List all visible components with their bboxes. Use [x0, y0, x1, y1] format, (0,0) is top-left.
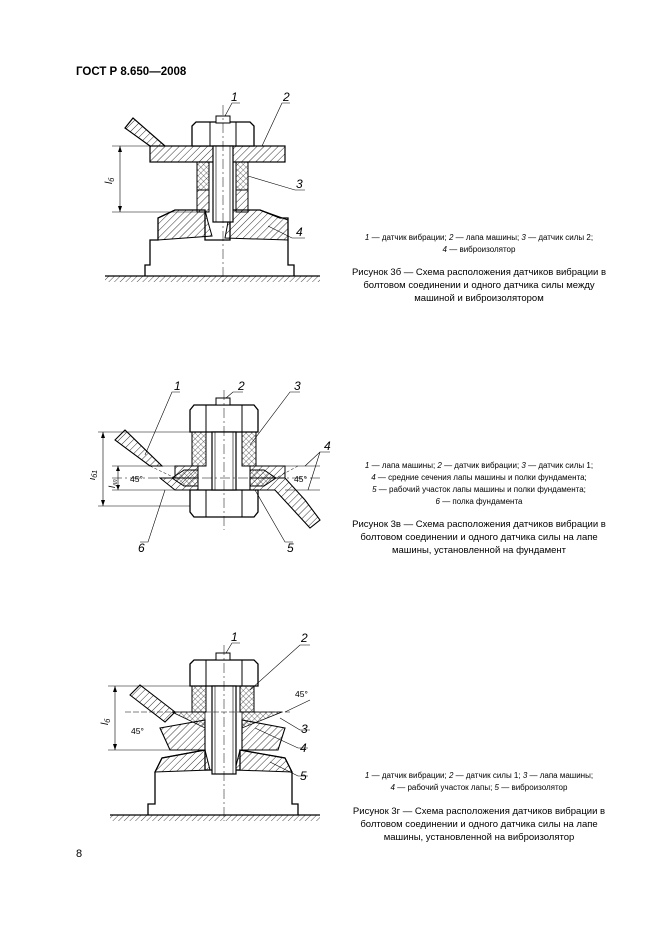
figure-3v-drawing: lб1 lлп 45° 45° 1 2 3 4 5 6 [90, 379, 331, 555]
fig3v-label-2: 2 [237, 379, 245, 393]
legend-line: 5 — рабочий участок лапы машины и полки … [372, 485, 586, 494]
fig3v-dim2-label: lлп [107, 479, 119, 488]
fig3b-dim-label: lб [104, 177, 116, 184]
figure-3b-drawing: lб 1 2 3 4 [104, 90, 320, 282]
figure-3v-legend: 1 — лапа машины; 2 — датчик вибрации; 3 … [345, 460, 613, 508]
fig3b-label-2: 2 [282, 90, 290, 104]
document-header: ГОСТ Р 8.650—2008 [76, 66, 187, 78]
fig3v-label-1: 1 [174, 379, 181, 393]
fig3v-label-5: 5 [287, 541, 294, 555]
fig3v-dim1-label: lб1 [90, 470, 99, 480]
fig3v-label-3: 3 [294, 379, 301, 393]
fig3g-label-4: 4 [300, 741, 307, 755]
fig3v-angle-right: 45° [294, 474, 307, 484]
fig3g-label-1: 1 [231, 630, 238, 644]
legend-line: 6 — полка фундамента [435, 497, 523, 506]
fig3b-label-3: 3 [296, 177, 303, 191]
figure-3g-legend: 1 — датчик вибрации; 2 — датчик силы 1; … [345, 770, 613, 794]
fig3g-label-3: 3 [301, 722, 308, 736]
legend-line: 1 — датчик вибрации; 2 — лапа машины; 3 … [364, 233, 594, 242]
legend-line: 4 — рабочий участок лапы; 5 — виброизоля… [390, 783, 568, 792]
figure-3b-legend: 1 — датчик вибрации; 2 — лапа машины; 3 … [345, 232, 613, 256]
figure-3v-caption: Рисунок 3в — Схема расположения датчиков… [352, 519, 606, 556]
legend-line: 1 — лапа машины; 2 — датчик вибрации; 3 … [364, 461, 594, 470]
legend-line: 4 — средние сечения лапы машины и полки … [371, 473, 587, 482]
fig3g-dim-label: lб [100, 718, 112, 725]
legend-line: 4 — виброизолятор [442, 245, 516, 254]
fig3g-label-5: 5 [300, 769, 307, 783]
fig3g-label-2: 2 [300, 631, 308, 645]
fig3v-label-6: 6 [138, 541, 145, 555]
figure-3b-caption: Рисунок 3б — Схема расположения датчиков… [351, 267, 607, 304]
fig3b-label-4: 4 [296, 225, 303, 239]
figure-3g-drawing: lб 45° 45° 1 2 3 4 5 [100, 630, 320, 821]
figure-3g-caption: Рисунок 3г — Схема расположения датчиков… [352, 806, 606, 843]
fig3b-label-1: 1 [231, 90, 238, 104]
legend-line: 1 — датчик вибрации; 2 — датчик силы 1; … [364, 771, 594, 780]
page-number: 8 [76, 848, 83, 860]
fig3g-angle-top: 45° [295, 689, 308, 699]
fig3v-label-4: 4 [324, 439, 331, 453]
fig3g-angle-left: 45° [131, 726, 144, 736]
fig3v-angle-left: 45° [130, 474, 143, 484]
